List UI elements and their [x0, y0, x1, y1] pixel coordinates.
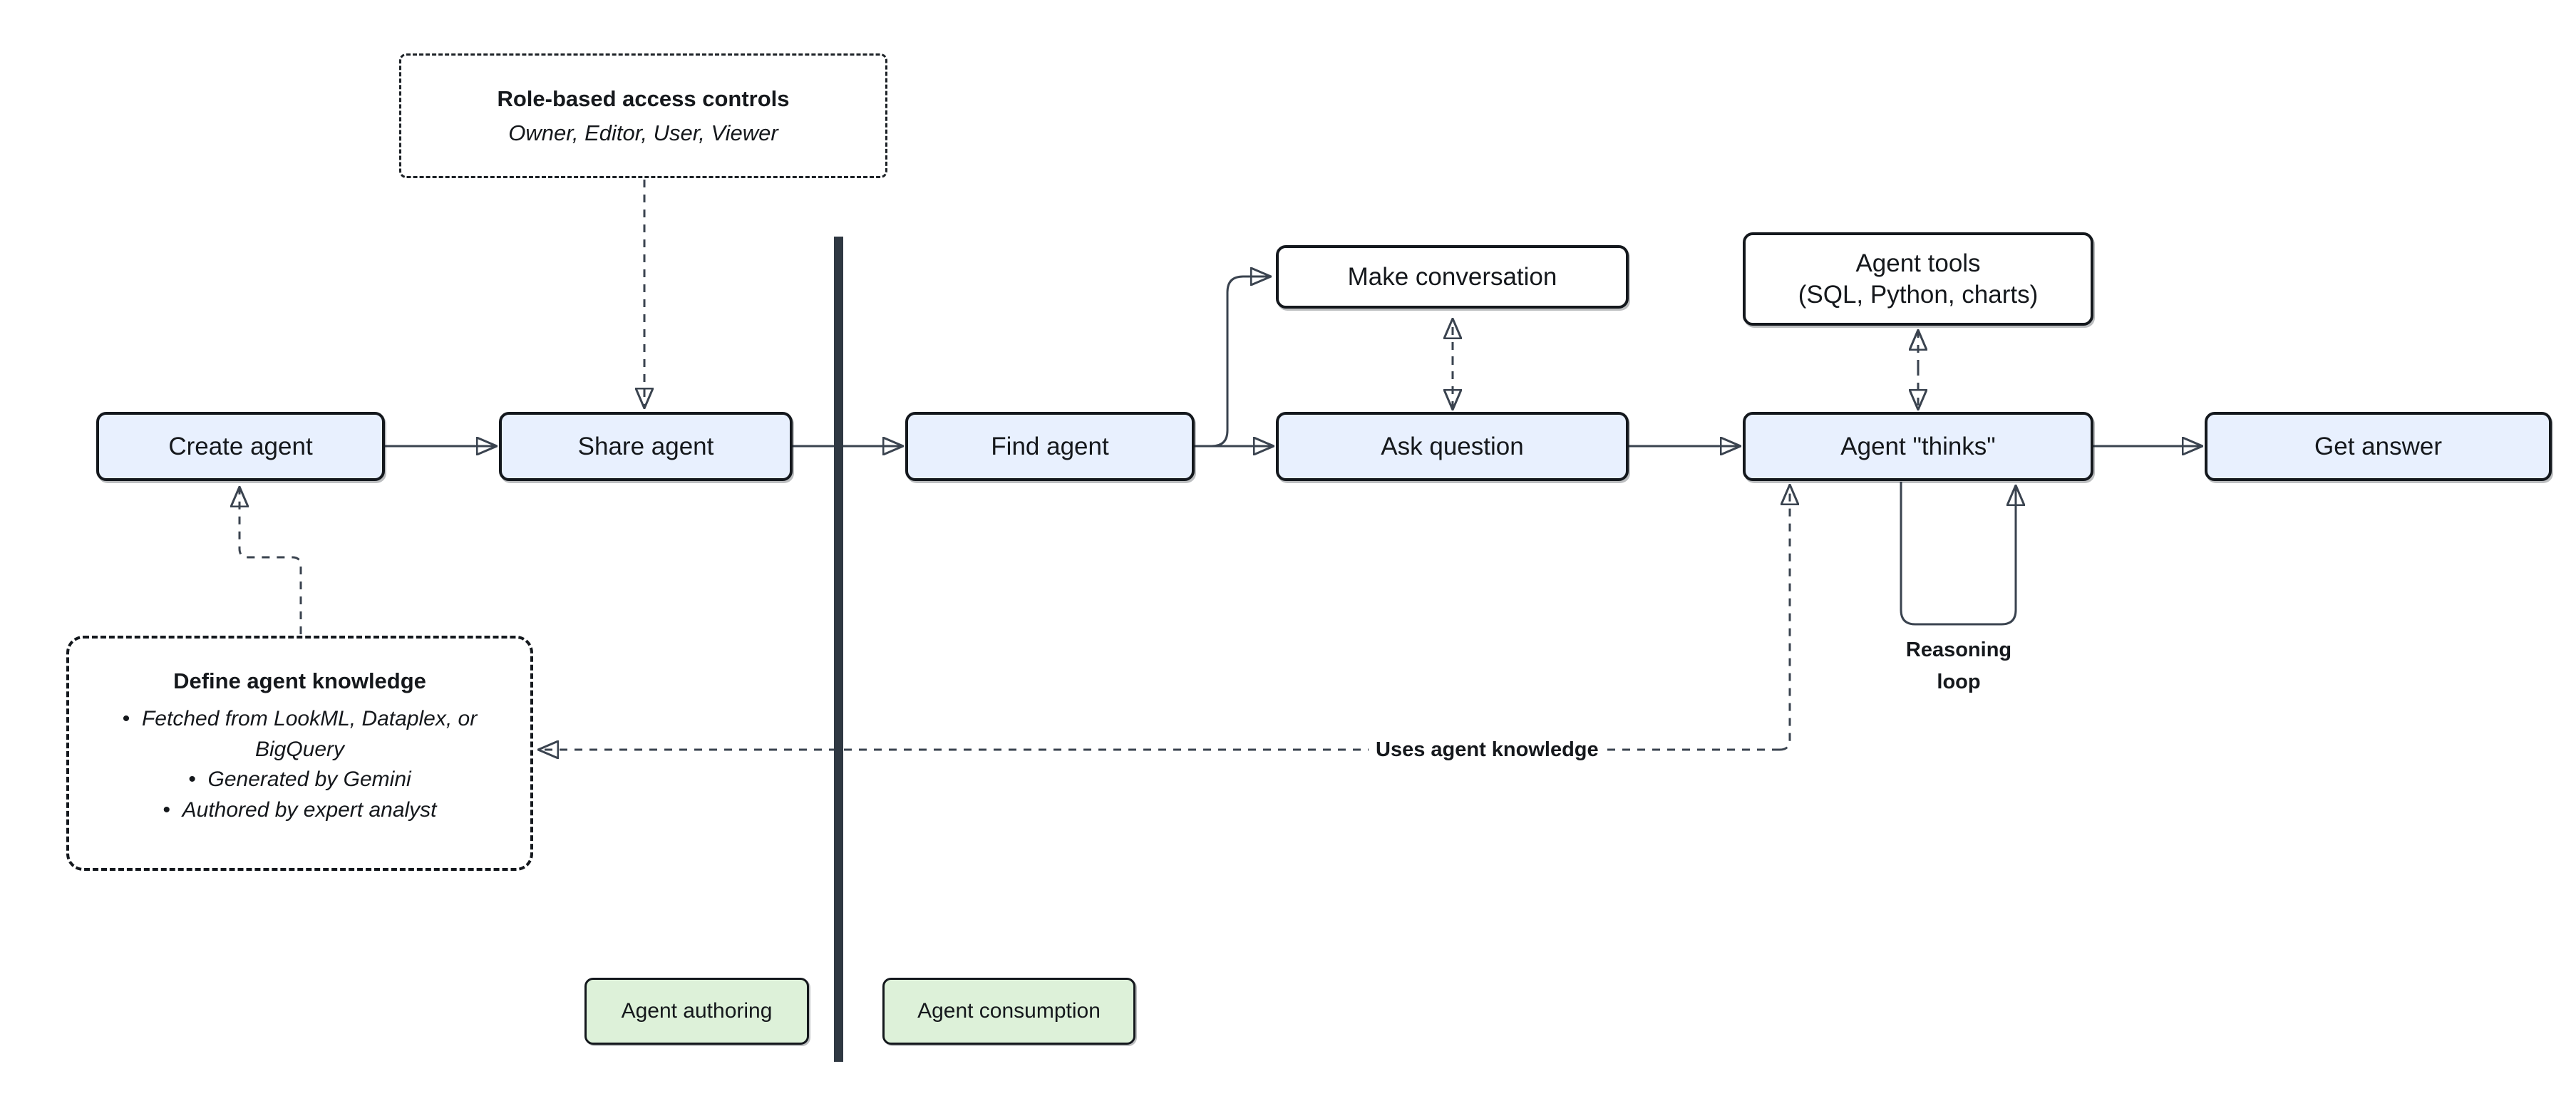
define-knowledge-title: Define agent knowledge — [173, 668, 426, 693]
bullet-knowledge-source: Fetched from LookML, Dataplex, or BigQue… — [101, 704, 500, 765]
node-get-answer-label: Get answer — [2314, 432, 2442, 460]
edge-define-to-create — [239, 487, 302, 634]
bullet-authored-by-analyst: Authored by expert analyst — [101, 795, 500, 826]
edge-uses-knowledge-vertical — [1779, 485, 1790, 751]
node-agent-tools-line2: (SQL, Python, charts) — [1798, 280, 2039, 309]
node-ask-question: Ask question — [1276, 412, 1629, 481]
bullet-generated-by-gemini: Generated by Gemini — [101, 765, 500, 795]
zone-agent-consumption-label: Agent consumption — [917, 999, 1101, 1023]
role-access-roles: Owner, Editor, User, Viewer — [508, 120, 778, 145]
zone-agent-consumption: Agent consumption — [882, 978, 1135, 1045]
edge-reasoning-loop — [1900, 482, 2016, 626]
edge-label-uses-agent-knowledge: Uses agent knowledge — [1369, 734, 1606, 765]
node-agent-thinks: Agent "thinks" — [1743, 412, 2093, 481]
edge-find-to-make-conversation — [1211, 276, 1270, 448]
node-find-agent: Find agent — [905, 412, 1195, 481]
node-find-agent-label: Find agent — [991, 432, 1109, 460]
note-role-based-access: Role-based access controls Owner, Editor… — [399, 53, 887, 178]
node-get-answer: Get answer — [2205, 412, 2552, 481]
node-make-conversation: Make conversation — [1276, 245, 1629, 309]
edge-label-reasoning-loop: Reasoning loop — [1905, 639, 2012, 693]
zone-agent-authoring-label: Agent authoring — [621, 999, 773, 1023]
node-agent-tools: Agent tools (SQL, Python, charts) — [1743, 232, 2093, 326]
node-ask-question-label: Ask question — [1381, 432, 1524, 460]
role-access-title: Role-based access controls — [497, 86, 790, 111]
node-create-agent: Create agent — [96, 412, 385, 481]
define-knowledge-bullets: Fetched from LookML, Dataplex, or BigQue… — [101, 704, 500, 825]
node-make-conversation-label: Make conversation — [1347, 262, 1557, 291]
node-agent-tools-line1: Agent tools — [1855, 249, 1981, 277]
node-create-agent-label: Create agent — [168, 432, 313, 460]
zone-agent-authoring: Agent authoring — [584, 978, 809, 1045]
node-share-agent-label: Share agent — [577, 432, 714, 460]
note-define-agent-knowledge: Define agent knowledge Fetched from Look… — [66, 636, 533, 871]
lane-divider — [834, 237, 843, 1062]
node-share-agent: Share agent — [499, 412, 793, 481]
node-agent-thinks-label: Agent "thinks" — [1840, 432, 1996, 460]
